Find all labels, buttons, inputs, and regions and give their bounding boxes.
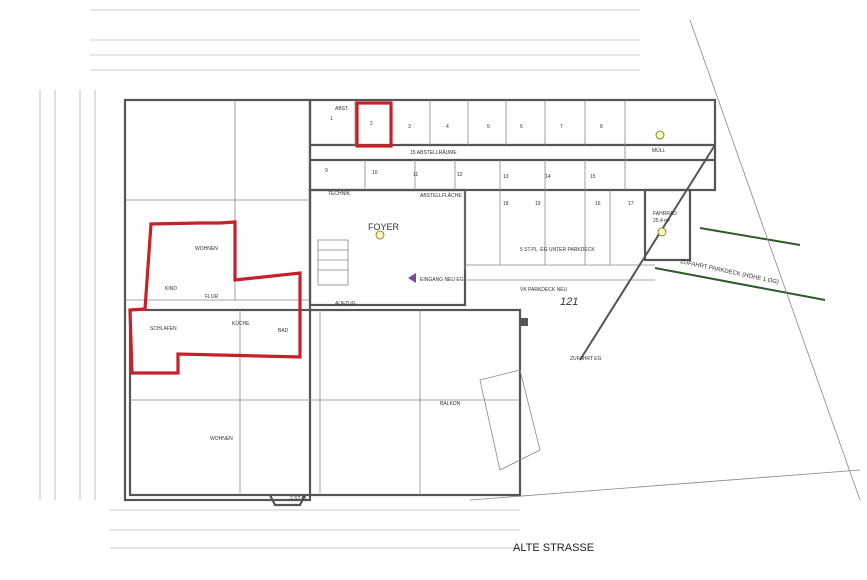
technik-label: TECHNIK [328, 191, 351, 197]
marker [520, 318, 528, 326]
storage-8: 8 [600, 124, 603, 130]
storage-15: 15 [590, 174, 596, 180]
parking-16: 16 [595, 201, 601, 207]
two-spaces-label: 2 ST.PL. [290, 496, 309, 502]
building-walls [123, 98, 717, 507]
storage-12: 12 [457, 172, 463, 178]
bath-label: BAD [278, 328, 289, 334]
child-room-label: KIND [165, 286, 177, 292]
bedroom-label: SCHLAFEN [150, 326, 177, 332]
abst-label: ABST. [335, 106, 349, 112]
storage-corridor-label: 15 ABSTELLRÄUME [410, 149, 457, 156]
parking-17: 17 [628, 201, 634, 207]
g-marker-icon [375, 230, 385, 240]
storage-4: 4 [446, 124, 449, 130]
storage-5: 5 [487, 124, 490, 130]
storage-1: 1 [330, 116, 333, 122]
bike-room-label: FAHRRAD [653, 211, 677, 217]
g-marker-icon [655, 130, 665, 140]
storage-14: 14 [545, 174, 551, 180]
stairs [317, 239, 349, 286]
storage-9: 9 [325, 168, 328, 174]
g-marker-icon [657, 227, 667, 237]
dimension-lines [39, 9, 640, 549]
storage-10: 10 [372, 170, 378, 176]
storage-2: 2 [370, 121, 373, 127]
lot-number: 121 [560, 296, 578, 308]
parking-ramp-label: VK PARKDECK NEU [520, 287, 568, 293]
parking-19: 19 [535, 201, 541, 207]
parking-18: 18 [503, 201, 509, 207]
elevator-label: AUFZUG [335, 301, 356, 307]
highlight-storage-room-2[interactable] [355, 101, 393, 148]
balcony-label: BALKON [440, 401, 461, 407]
bike-room-area: 25,4 m² [653, 218, 670, 224]
site-lines [469, 19, 861, 501]
entrance-arrow-icon [408, 273, 416, 283]
living-label: WOHNEN [195, 246, 218, 252]
hall-label: FLUR [205, 294, 218, 300]
storage-13: 13 [503, 174, 509, 180]
kitchen-label: KÜCHE [232, 320, 250, 327]
storage-11: 11 [413, 172, 418, 178]
storage-labels: 1 2 3 4 5 6 7 8 9 10 11 12 13 14 15 ABST… [325, 106, 603, 180]
living-label-2: WOHNEN [210, 436, 233, 442]
storage-3: 3 [408, 124, 411, 130]
parking-under-label: 5 ST.PL. EG UNTER PARKDECK [520, 247, 595, 253]
storage-7: 7 [560, 124, 563, 130]
waste-room-label: MÜLL [652, 147, 666, 154]
foyer-label: FOYER [368, 222, 400, 232]
entrance-label: EINGANG NEU EG [420, 277, 464, 283]
street-label: ALTE STRASSE [513, 542, 594, 554]
highlight-apartment[interactable] [128, 220, 302, 375]
storage-6: 6 [520, 124, 523, 130]
access-ground-label: ZUFAHRT EG [570, 356, 602, 362]
storage-area-label: ABSTELLFLÄCHE [420, 192, 462, 199]
